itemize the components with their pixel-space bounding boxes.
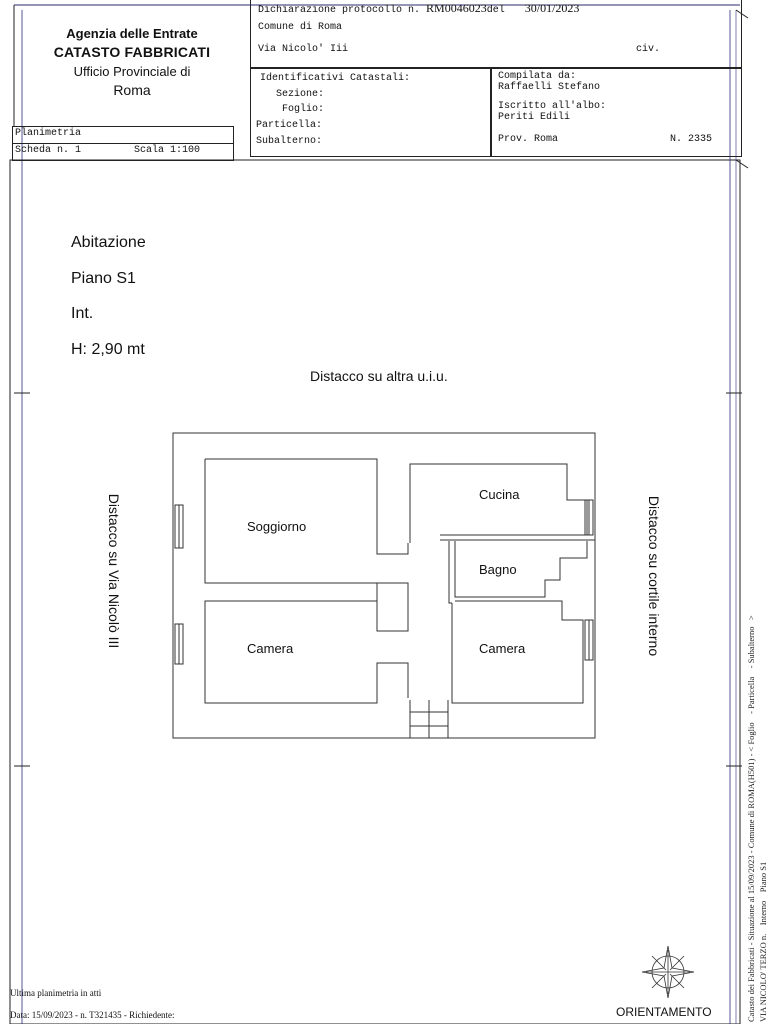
civ-label: civ. <box>636 44 661 55</box>
entrance <box>409 700 449 738</box>
sidebar-line2: VIA NICOLO' TERZO n. Interno Piano S1 <box>758 861 768 1022</box>
scheda-label: Scheda n. 1 <box>15 145 82 156</box>
compilata-name: Raffaelli Stefano <box>498 82 601 93</box>
room-camera-left: Camera <box>247 641 294 656</box>
via-label: Via Nicolo' Iii <box>258 44 349 55</box>
declaration-number: RM0046023 <box>426 1 487 15</box>
declaration-box <box>250 0 742 69</box>
cucina-wall <box>409 463 588 543</box>
planimetria-label: Planimetria <box>15 128 82 139</box>
catasto-title: CATASTO FABBRICATI <box>53 44 211 60</box>
identificativi-title: Identificativi Catastali: <box>260 73 411 84</box>
compilata-box <box>490 67 742 157</box>
camera-right-wall <box>451 600 584 704</box>
declaration-line: Dichiarazione protocollo n. RM0046023del… <box>258 1 738 16</box>
prov-value: Prov. Roma <box>498 134 559 145</box>
agency-block: Agenzia delle Entrate CATASTO FABBRICATI… <box>14 24 250 100</box>
scheda-box <box>12 143 234 161</box>
declaration-label: Dichiarazione protocollo n. <box>258 5 421 16</box>
albo-value: Periti Edili <box>498 112 571 123</box>
top-distacco-label: Distacco su altra u.i.u. <box>310 368 448 384</box>
declaration-date: 30/01/2023 <box>524 1 580 15</box>
subalterno-label: Subalterno: <box>256 136 323 147</box>
ultima-planimetria: Ultima planimetria in atti <box>10 988 102 998</box>
interno-label: Int. <box>71 305 94 322</box>
identificativi-box <box>250 67 492 157</box>
soggiorno-wall <box>205 458 409 555</box>
numero-value: N. 2335 <box>670 134 713 145</box>
data-richiedente: Data: 15/09/2023 - n. T321435 - Richiede… <box>10 1010 175 1020</box>
ufficio-label: Ufficio Provinciale di <box>73 64 191 79</box>
compass-icon <box>641 945 695 999</box>
room-camera-right: Camera <box>479 641 526 656</box>
sidebar-line1: Catasto dei Fabbricati - Situazione al 1… <box>746 615 756 1022</box>
bagno-wall <box>448 541 588 604</box>
abitazione-label: Abitazione <box>71 234 146 251</box>
comune-label: Comune di Roma <box>258 22 343 33</box>
ufficio-city: Roma <box>113 82 151 98</box>
agency-name: Agenzia delle Entrate <box>66 26 198 41</box>
center-pillar <box>376 582 409 632</box>
sezione-label: Sezione: <box>276 89 325 100</box>
height-label: H: 2,90 mt <box>71 341 145 358</box>
room-soggiorno: Soggiorno <box>247 519 307 534</box>
sidebar-info: Catasto dei Fabbricati - Situazione al 1… <box>744 430 768 1024</box>
foglio-label: Foglio: <box>282 104 325 115</box>
piano-label: Piano S1 <box>71 270 136 287</box>
iscritto-label: Iscritto all'albo: <box>498 101 607 112</box>
room-bagno: Bagno <box>479 562 517 577</box>
compilata-label: Compilata da: <box>498 71 577 82</box>
declaration-del: del <box>486 5 505 16</box>
outer-wall <box>172 432 596 739</box>
particella-label: Particella: <box>256 120 323 131</box>
scala-label: Scala 1:100 <box>134 145 201 156</box>
camera-left-wall <box>204 459 409 704</box>
room-cucina: Cucina <box>479 487 520 502</box>
orientamento-label: ORIENTAMENTO <box>616 1005 712 1019</box>
